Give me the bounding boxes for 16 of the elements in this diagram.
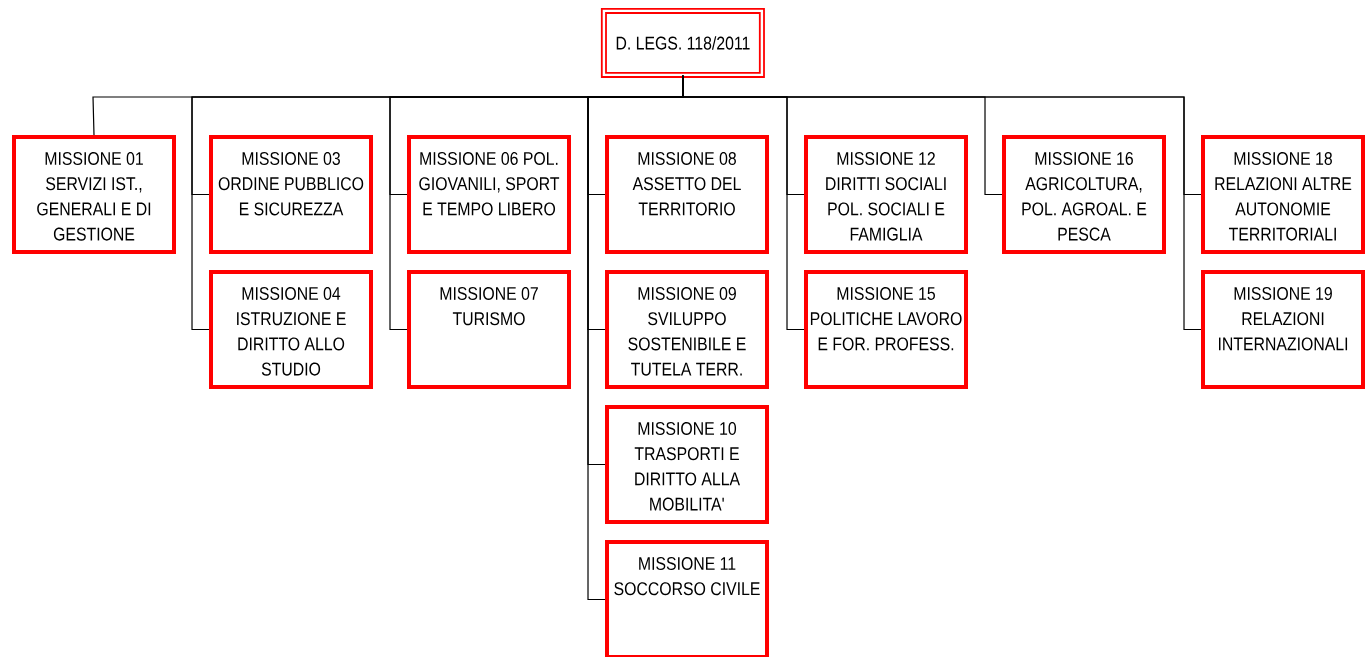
mission-box: MISSIONE 10 TRASPORTI E DIRITTO ALLA MOBILITA' <box>605 405 769 524</box>
connector-line <box>682 75 1202 331</box>
root-box: D. LEGS. 118/2011 <box>600 7 765 78</box>
mission-box: MISSIONE 08 ASSETTO DEL TERRITORIO <box>605 135 769 254</box>
mission-box: MISSIONE 01 SERVIZI IST., GENERALI E DI GESTIONE <box>12 135 176 254</box>
mission-box: MISSIONE 04 ISTRUZIONE E DIRITTO ALLO STUDIO <box>209 270 373 389</box>
mission-box: MISSIONE 11 SOCCORSO CIVILE <box>605 540 769 657</box>
mission-box: MISSIONE 19 RELAZIONI INTERNAZIONALI <box>1201 270 1365 389</box>
mission-box: MISSIONE 16 AGRICOLTURA, POL. AGROAL. E PESCA <box>1002 135 1166 254</box>
mission-box: MISSIONE 07 TURISMO <box>407 270 571 389</box>
mission-box: MISSIONE 03 ORDINE PUBBLICO E SICUREZZA <box>209 135 373 254</box>
mission-box: MISSIONE 09 SVILUPPO SOSTENIBILE E TUTELA TERR. <box>605 270 769 389</box>
mission-box: MISSIONE 12 DIRITTI SOCIALI POL. SOCIALI E FAMIGLIA <box>804 135 968 254</box>
mission-box: MISSIONE 18 RELAZIONI ALTRE AUTONOMIE TERRITORIALI <box>1201 135 1365 254</box>
mission-box: MISSIONE 06 POL. GIOVANILI, SPORT E TEMPO LIBERO <box>407 135 571 254</box>
mission-box: MISSIONE 15 POLITICHE LAVORO E FOR. PROFESS. <box>804 270 968 389</box>
